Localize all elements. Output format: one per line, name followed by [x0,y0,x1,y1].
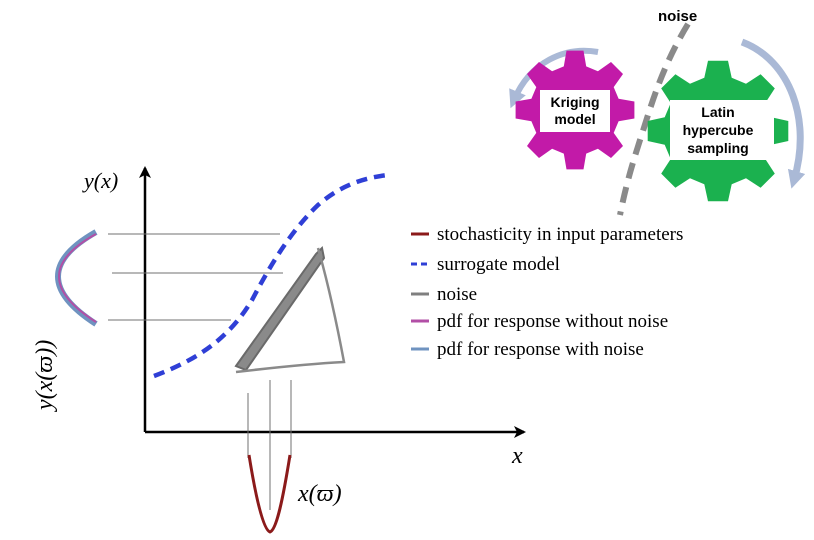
noise-top-label: noise [658,8,697,25]
noise-band [234,245,326,372]
surrogate-model-curve [153,172,389,379]
lhs-label-line2: hypercube [683,122,754,138]
lhs-label-box [670,100,774,160]
lhs-label-line1: Latin [701,104,734,120]
noise-separator-line [617,22,691,216]
legend-label-surrogate: surrogate model [437,254,560,275]
y-axis-label: y(x) [82,168,118,193]
kriging-label-box [540,90,610,132]
input-stochasticity-pdf [247,454,292,534]
legend-label-pdf-no-noise: pdf for response without noise [437,311,668,332]
cycle-arrow-right [740,38,806,189]
legend-label-noise: noise [437,284,477,305]
kriging-label-line2: model [554,111,595,127]
pdf-without-noise [58,233,97,323]
x-axis-label: x [511,443,523,469]
legend-label-pdf-noise: pdf for response with noise [437,339,644,360]
kriging-label-line1: Kriging [551,94,600,110]
cycle-arrow-left [509,47,599,109]
legend-label-input: stochasticity in input parameters [437,224,683,245]
lhs-label-line3: sampling [687,140,748,156]
y-pdf-label: y(x(ϖ)) [32,340,58,412]
legend: stochasticity in input parameters surrog… [411,224,683,360]
x-pdf-label: x(ϖ) [297,481,342,507]
noise-triangle-edge [235,247,346,374]
